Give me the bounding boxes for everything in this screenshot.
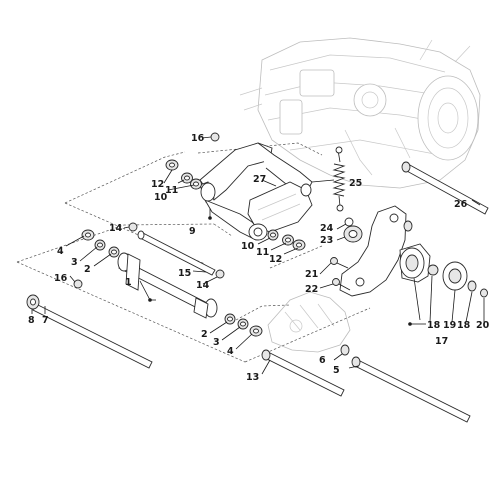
callout-18-left: 18 xyxy=(427,320,441,331)
leader-dot xyxy=(148,298,152,302)
swing-arm xyxy=(199,142,313,241)
callout-12-lower: 12 xyxy=(269,254,282,265)
pivot-washer xyxy=(343,217,363,243)
bushing-set-upper xyxy=(165,159,306,251)
washer-16-upper xyxy=(210,132,220,142)
callout-20: 20 xyxy=(476,320,490,331)
callout-1: 1 xyxy=(125,277,132,288)
callout-3-left: 3 xyxy=(71,257,78,268)
callout-11-lower: 11 xyxy=(256,247,269,258)
callout-2-right: 2 xyxy=(201,329,208,340)
callout-13: 13 xyxy=(246,372,259,383)
callout-10-lower: 10 xyxy=(241,241,255,252)
callout-16-lower: 16 xyxy=(54,273,68,284)
leader-dot xyxy=(408,322,412,326)
callout-15: 15 xyxy=(178,268,191,279)
callout-24: 24 xyxy=(320,223,334,234)
callout-14-upper: 14 xyxy=(109,223,123,234)
callout-22: 22 xyxy=(305,284,318,295)
callout-11-upper: 11 xyxy=(165,185,178,196)
callout-21: 21 xyxy=(305,269,318,280)
callout-17: 17 xyxy=(435,336,448,347)
callout-4-right: 4 xyxy=(227,346,234,357)
callout-16-upper: 16 xyxy=(191,133,205,144)
small-bolts xyxy=(330,257,351,291)
callout-12-upper: 12 xyxy=(151,179,164,190)
callout-labels: 16 12 11 10 27 25 9 10 11 12 24 23 26 14… xyxy=(28,133,490,383)
spring xyxy=(332,146,346,212)
callout-3-right: 3 xyxy=(213,337,220,348)
callout-25: 25 xyxy=(349,178,362,189)
mount-bracket xyxy=(339,205,488,298)
callout-14-lower: 14 xyxy=(196,280,210,291)
callout-9: 9 xyxy=(189,226,196,237)
callout-8: 8 xyxy=(28,315,35,326)
callout-19: 19 xyxy=(443,320,456,331)
callout-26: 26 xyxy=(454,199,468,210)
long-bolts xyxy=(261,161,489,423)
callout-6: 6 xyxy=(319,355,326,366)
lower-assembly xyxy=(26,222,350,369)
callout-4-left: 4 xyxy=(57,246,64,257)
callout-10-upper: 10 xyxy=(154,192,168,203)
callout-23: 23 xyxy=(320,235,333,246)
callout-18-right: 18 xyxy=(457,320,471,331)
callout-7: 7 xyxy=(42,315,49,326)
leader-dot xyxy=(208,216,212,220)
bracket-ghost xyxy=(267,291,351,353)
callout-27: 27 xyxy=(253,174,266,185)
callout-5: 5 xyxy=(333,365,340,376)
callout-2-left: 2 xyxy=(84,264,91,275)
